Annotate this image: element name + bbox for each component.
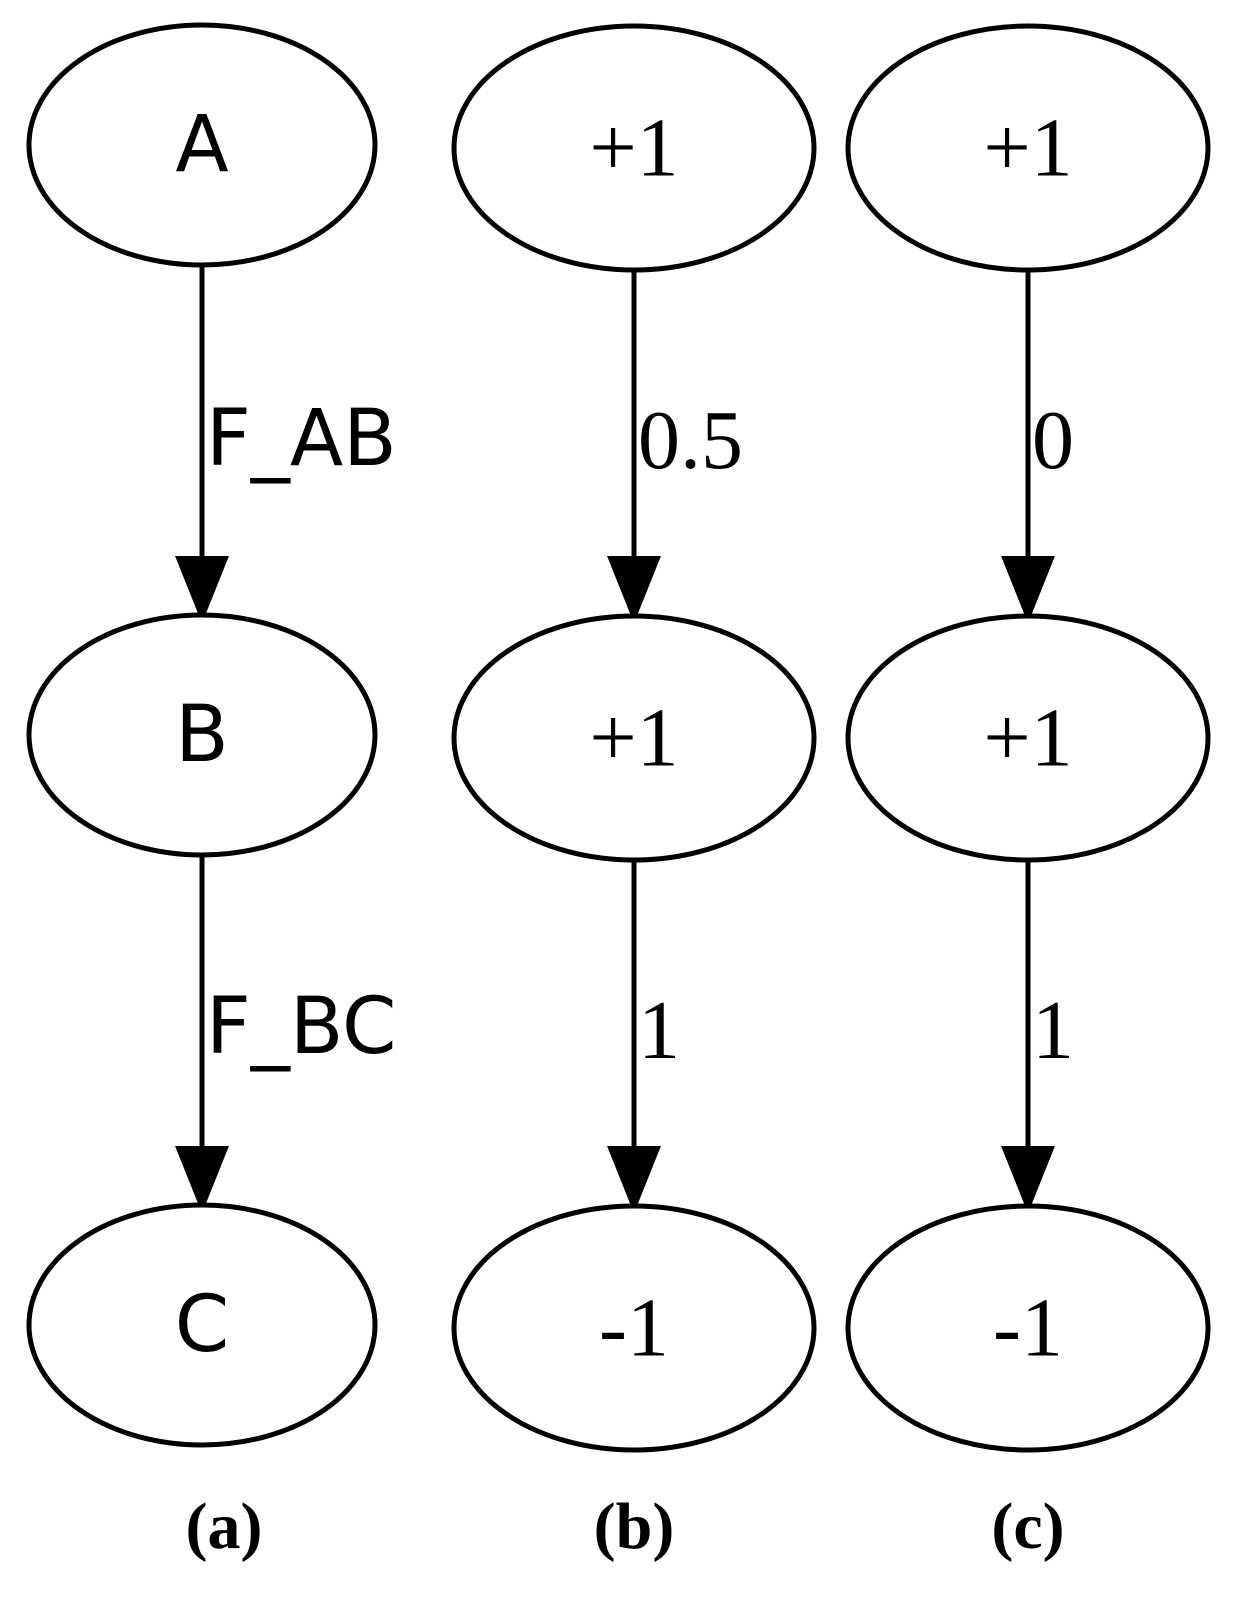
node-a1 xyxy=(26,22,378,268)
node-label-b3: -1 xyxy=(599,1282,669,1375)
node-b2 xyxy=(451,613,817,863)
node-c3 xyxy=(845,1203,1211,1453)
edge-label-b2: 1 xyxy=(638,984,680,1077)
panel-c: 0 1 +1 +1 -1 (c) xyxy=(845,23,1211,1563)
node-c1 xyxy=(845,23,1211,273)
node-c2 xyxy=(845,613,1211,863)
node-label-a3: C xyxy=(175,1280,229,1370)
panel-b: 0.5 1 +1 +1 -1 (b) xyxy=(451,23,817,1563)
edge-label-c1: 0 xyxy=(1032,394,1074,487)
edge-label-b1: 0.5 xyxy=(638,394,743,487)
caption-b: (b) xyxy=(594,1490,675,1563)
arrowhead-a1 xyxy=(175,556,229,624)
node-a3 xyxy=(26,1202,378,1448)
arrowhead-c2 xyxy=(1001,1146,1055,1214)
node-label-c1: +1 xyxy=(983,102,1072,195)
node-a2 xyxy=(26,612,378,858)
arrowhead-b1 xyxy=(607,556,661,624)
panel-a: F_AB F_BC A B C (a) xyxy=(26,22,397,1563)
node-b1 xyxy=(451,23,817,273)
node-label-c2: +1 xyxy=(983,692,1072,785)
node-label-c3: -1 xyxy=(993,1282,1063,1375)
node-label-a1: A xyxy=(175,100,228,190)
edge-label-c2: 1 xyxy=(1032,984,1074,1077)
node-label-b1: +1 xyxy=(589,102,678,195)
arrowhead-a2 xyxy=(175,1146,229,1214)
arrowhead-c1 xyxy=(1001,556,1055,624)
caption-c: (c) xyxy=(991,1490,1064,1563)
node-label-a2: B xyxy=(175,690,229,780)
caption-a: (a) xyxy=(186,1490,263,1563)
arrowhead-b2 xyxy=(607,1146,661,1214)
node-label-b2: +1 xyxy=(589,692,678,785)
node-b3 xyxy=(451,1203,817,1453)
edge-label-a1: F_AB xyxy=(206,394,397,484)
edge-label-a2: F_BC xyxy=(206,982,396,1072)
